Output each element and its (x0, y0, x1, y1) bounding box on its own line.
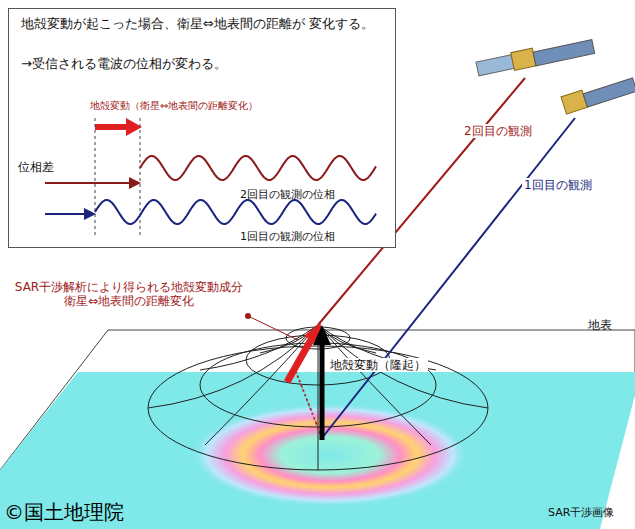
uplift-dome (148, 325, 488, 470)
observation-label: 1回目の観測 (522, 178, 594, 192)
observation-label: 2回目の観測 (462, 124, 534, 138)
satellite-1 (561, 74, 635, 114)
uplift-label: 地殻変動（隆起） (328, 358, 428, 372)
copyright: ©国土地理院 (4, 500, 124, 524)
leader-line (248, 316, 298, 340)
dotted-line (296, 372, 322, 438)
phase-label: 1回目の観測の位相 (240, 230, 335, 243)
phase-difference-label: 位相差 (18, 160, 54, 174)
los-displacement-arrow (287, 338, 312, 382)
phase-label: 2回目の観測の位相 (240, 188, 335, 201)
dotted-line (296, 372, 322, 438)
displacement-label: 地殻変動（衛星⇔地表間の距離変化） (90, 100, 258, 112)
uplift-arrow (320, 342, 325, 440)
ground-label: 地表 (588, 318, 612, 332)
uplift-arrow (313, 325, 331, 345)
sar-component-label: SAR干渉解析により得られる地殻変動成分 衛星⇔地表間の距離変化 (8, 280, 250, 309)
box-text: →受信される電波の位相が変わる。 (21, 55, 227, 74)
leader-dot (245, 313, 251, 319)
explanation-box: 地殻変動が起こった場合、衛星⇔地表間の距離が 変化する。 →受信される電波の位相が… (8, 8, 396, 248)
satellite-2 (476, 36, 595, 78)
box-heading: 地殻変動が起こった場合、衛星⇔地表間の距離が 変化する。 (21, 15, 381, 34)
sar-image-label: SAR干渉画像 (548, 506, 614, 519)
